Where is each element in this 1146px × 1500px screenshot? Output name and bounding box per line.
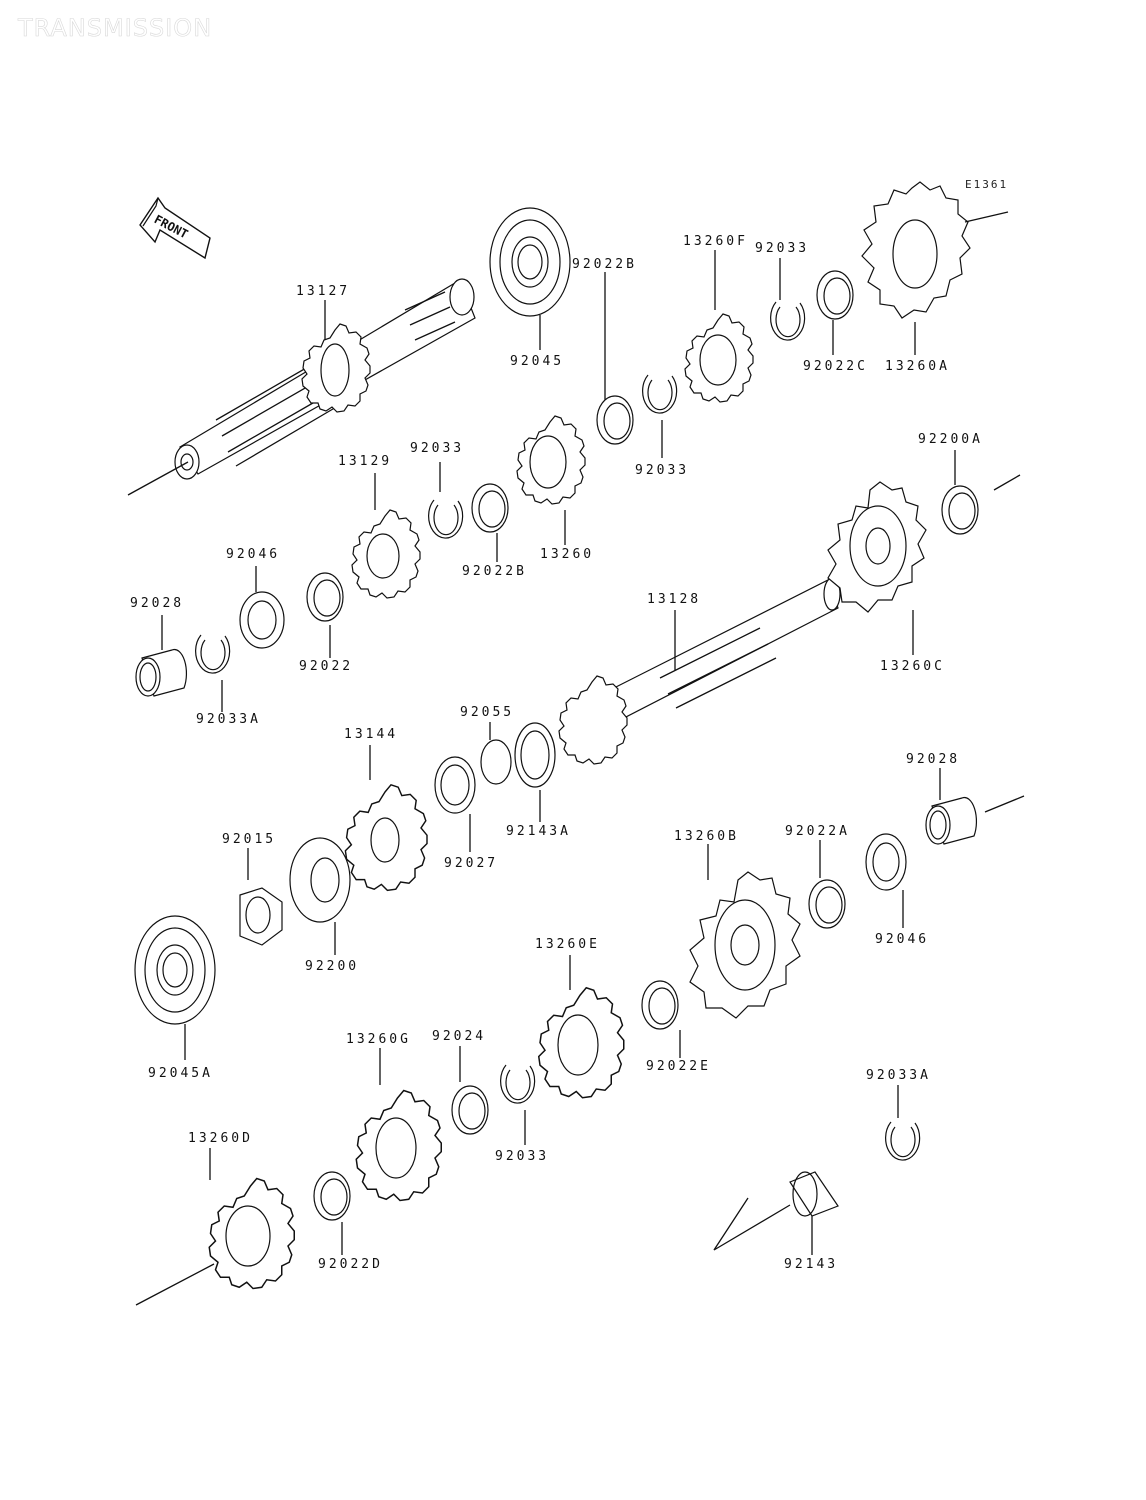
gear-13260C [827,481,927,613]
washer-92200A [941,474,1021,535]
label-92022C: 92022C [803,359,868,374]
part-labels: 13127 92045 13260F 92033 13260A 92022C 9… [130,234,983,1272]
label-13129: 13129 [338,454,392,469]
gear-13260G [355,1089,442,1202]
circlip-92033-c [428,499,464,539]
label-92143: 92143 [784,1257,838,1272]
bearing-92028-a [135,648,188,697]
gear-13260E [538,987,625,1099]
washer-92022E [641,980,679,1030]
circlip-92033A-a [195,634,231,674]
circlip-92033-a [770,301,806,341]
label-92045: 92045 [510,354,564,369]
circlip-92033A-b [885,1121,921,1161]
label-92033A-a: 92033A [196,712,261,727]
gear-13260F [684,313,754,403]
washer-92022A [808,879,846,929]
label-92046-b: 92046 [875,932,929,947]
label-13144: 13144 [344,727,398,742]
label-13128: 13128 [647,592,701,607]
label-92033-c: 92033 [410,441,464,456]
label-92033-b: 92033 [635,463,689,478]
label-92033-d: 92033 [495,1149,549,1164]
label-92200: 92200 [305,959,359,974]
label-92022: 92022 [299,659,353,674]
label-92015: 92015 [222,832,276,847]
label-92024: 92024 [432,1029,486,1044]
circlip-92033-b [642,374,678,414]
washer-92022D [313,1171,351,1221]
diagram-title: TRANSMISSION [18,14,213,43]
sprocket-13144 [344,784,428,892]
label-13260B: 13260B [674,829,739,844]
label-92022B-a: 92022B [572,257,637,272]
collar-92143A [514,722,556,788]
drawing-code: E1361 [965,178,1009,191]
bearing-92028-b [925,795,1025,845]
label-92046-a: 92046 [226,547,280,562]
needle-bearing-92046-a [239,591,285,649]
washer-92024 [451,1085,489,1135]
gear-13129 [351,509,421,599]
label-92028-b: 92028 [906,752,960,767]
label-92022E: 92022E [646,1059,711,1074]
label-92143A: 92143A [506,824,571,839]
label-92022A: 92022A [785,824,850,839]
label-92022D: 92022D [318,1257,383,1272]
gear-13260 [516,415,586,505]
label-92200A: 92200A [918,432,983,447]
gear-13260D [208,1177,295,1290]
label-92045A: 92045A [148,1066,213,1081]
gear-13260A [861,181,1009,319]
lock-washer-92200 [289,837,351,923]
bush-92027 [434,756,476,814]
nut-92015 [239,887,283,946]
needle-bearing-92046-b [865,833,907,891]
washer-92022B-b [471,483,509,533]
label-13260E: 13260E [535,937,600,952]
label-92055: 92055 [460,705,514,720]
label-13260D: 13260D [188,1131,253,1146]
bearing-92045A [134,915,216,1025]
label-13127: 13127 [296,284,350,299]
label-13260F: 13260F [683,234,748,249]
o-ring-92055 [480,739,512,785]
washer-92022B-a [596,395,634,445]
washer-92022 [306,572,344,622]
label-92027: 92027 [444,856,498,871]
front-arrow-icon: FRONT [139,196,211,260]
gear-13260B [689,871,801,1019]
label-13260: 13260 [540,547,594,562]
axis-line-d [135,1263,215,1306]
leader-lines [161,250,956,1255]
label-92033-a: 92033 [755,241,809,256]
bearing-92045 [489,207,571,317]
label-92033A-b: 92033A [866,1068,931,1083]
label-13260G: 13260G [346,1032,411,1047]
label-13260A: 13260A [885,359,950,374]
circlip-92033-d [500,1064,536,1104]
label-92022B-b: 92022B [462,564,527,579]
label-92028-a: 92028 [130,596,184,611]
label-13260C: 13260C [880,659,945,674]
main-shaft-13127 [127,278,476,496]
collar-92143 [713,1171,839,1251]
washer-92022C [816,270,854,320]
counter-shaft-13128 [558,577,841,765]
